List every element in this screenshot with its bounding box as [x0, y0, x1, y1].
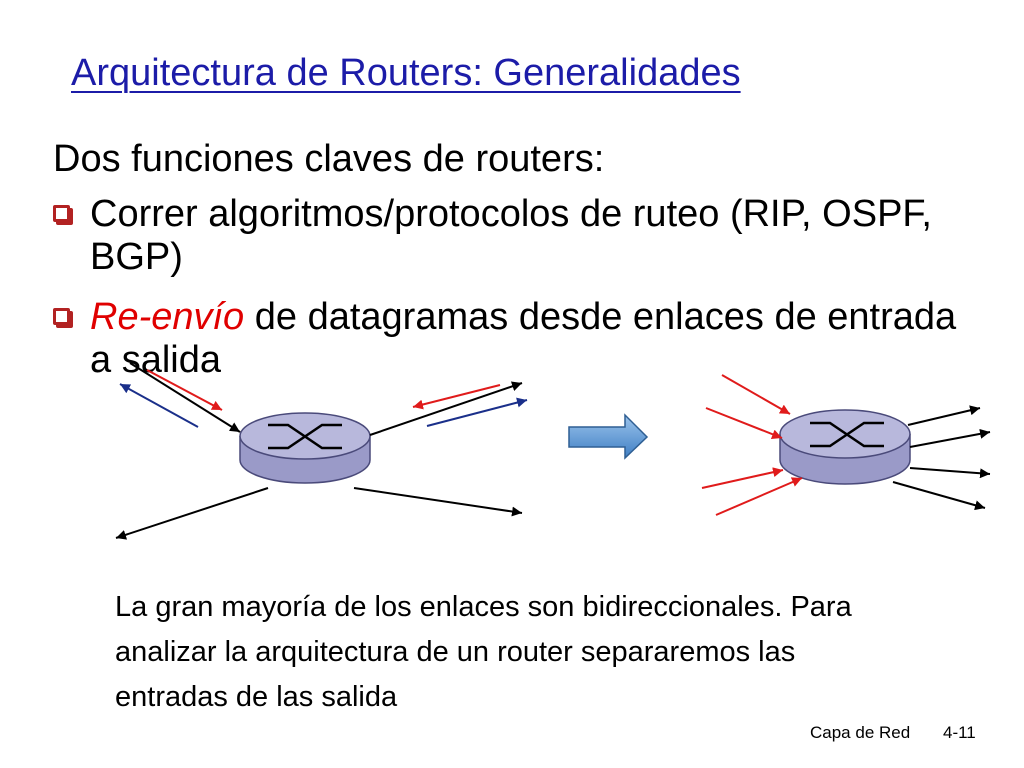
link-arrows-left: [115, 362, 528, 540]
square-bullet-icon: [53, 205, 70, 222]
output-arrow: [909, 428, 991, 448]
arrow-out-navy: [426, 397, 528, 427]
input-arrow: [715, 477, 803, 516]
square-bullet-icon: [53, 308, 70, 325]
footer-label: Capa de Red: [810, 723, 911, 742]
arrow-out-black: [369, 381, 523, 436]
router-icon: [779, 409, 911, 485]
output-arrow: [892, 481, 986, 511]
intro-text: Dos funciones claves de routers:: [53, 138, 605, 180]
output-arrows-right: [892, 405, 991, 511]
arrow-in-red: [412, 384, 501, 410]
right-arrow-icon: [568, 413, 649, 460]
input-arrow: [721, 374, 791, 415]
input-arrow: [705, 407, 783, 439]
input-arrow: [701, 467, 784, 489]
caption-text: La gran mayoría de los enlaces son bidir…: [115, 591, 852, 713]
arrow-in-black: [129, 362, 241, 433]
slide-title: Arquitectura de Routers: Generalidades: [71, 52, 741, 94]
page-number: 4-11: [943, 723, 976, 742]
output-arrow: [909, 467, 991, 479]
forwarding-emphasis: Re-envío: [90, 296, 245, 338]
bullet-routing-text: Correr algoritmos/protocolos de ruteo (R…: [90, 193, 932, 278]
input-arrows-right: [701, 374, 803, 516]
router-icon: [239, 412, 371, 484]
arrow-out-bottom-left: [115, 487, 269, 540]
arrow-in-navy: [119, 383, 199, 428]
arrow-out-red: [146, 369, 223, 411]
forwarding-rest: de datagramas desde enlaces de entrada a…: [90, 296, 957, 381]
arrow-out-bottom-right: [353, 487, 523, 517]
output-arrow: [907, 405, 981, 426]
bullet-forwarding-text: Re-envío de datagramas desde enlaces de …: [90, 296, 970, 382]
